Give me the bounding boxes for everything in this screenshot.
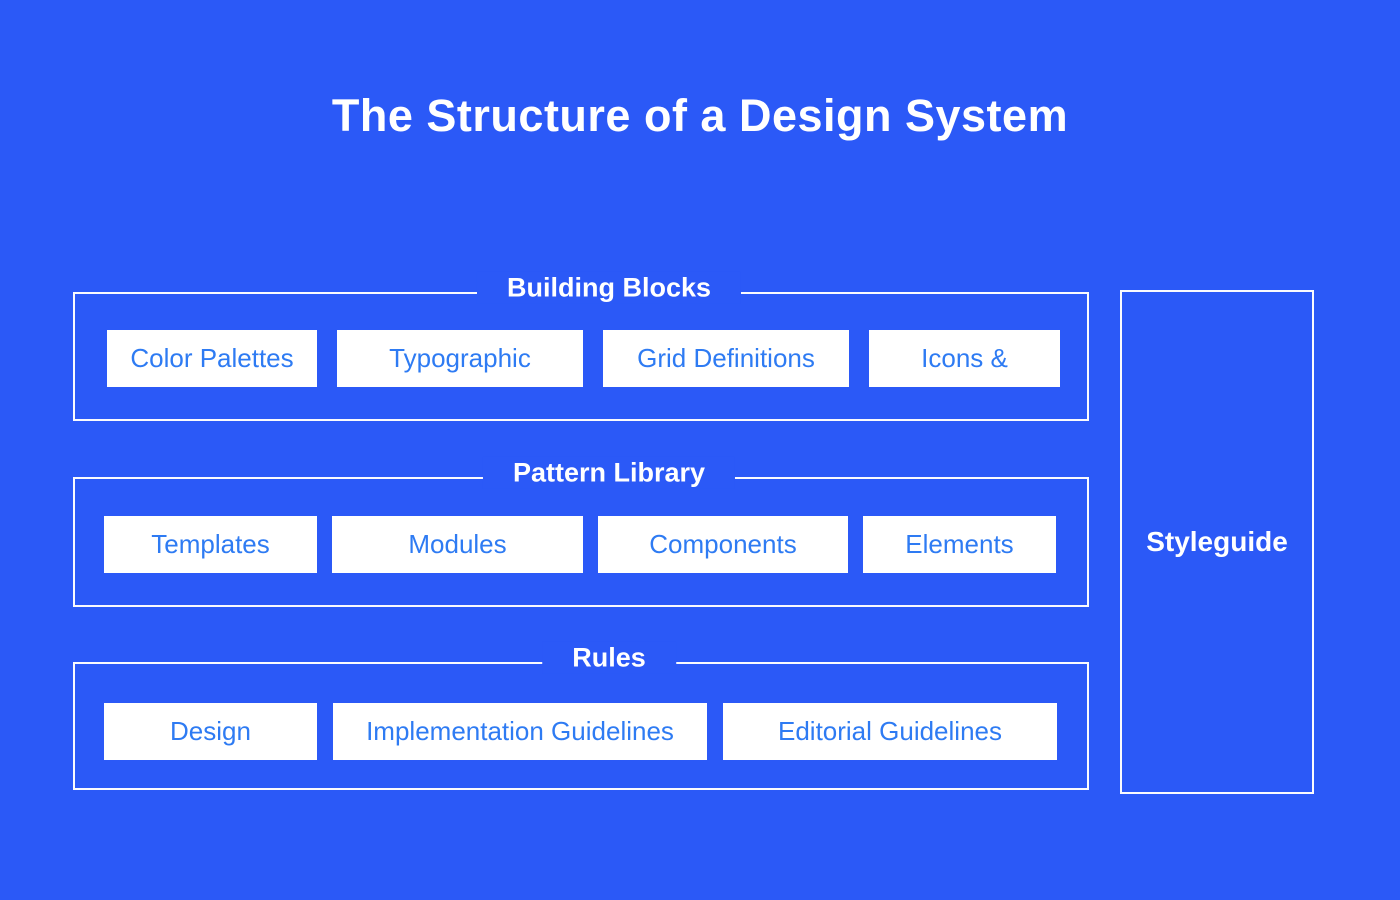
section-rules: Rules Design Implementation Guidelines E… [73,641,1089,790]
section-label-pattern-library: Pattern Library [482,456,736,489]
node-grid-definitions: Grid Definitions [603,330,849,387]
node-components: Components [598,516,848,573]
styleguide-box: Styleguide [1120,290,1314,794]
page-title: The Structure of a Design System [331,90,1069,141]
node-icons: Icons & [869,330,1060,387]
section-label-rules: Rules [542,641,676,674]
node-typographic: Typographic [337,330,583,387]
rules-items: Design Implementation Guidelines Editori… [104,703,1057,760]
node-implementation-guidelines: Implementation Guidelines [333,703,707,760]
styleguide-label: Styleguide [1146,526,1288,557]
node-modules: Modules [332,516,583,573]
node-templates: Templates [104,516,317,573]
node-design: Design [104,703,317,760]
section-building-blocks: Building Blocks Color Palettes Typograph… [73,271,1089,421]
node-elements: Elements [863,516,1056,573]
building-blocks-items: Color Palettes Typographic Grid Definiti… [107,330,1060,387]
section-pattern-library: Pattern Library Templates Modules Compon… [73,456,1089,607]
node-color-palettes: Color Palettes [107,330,317,387]
node-editorial-guidelines: Editorial Guidelines [723,703,1057,760]
pattern-library-items: Templates Modules Components Elements [104,516,1056,573]
section-label-building-blocks: Building Blocks [476,271,742,304]
